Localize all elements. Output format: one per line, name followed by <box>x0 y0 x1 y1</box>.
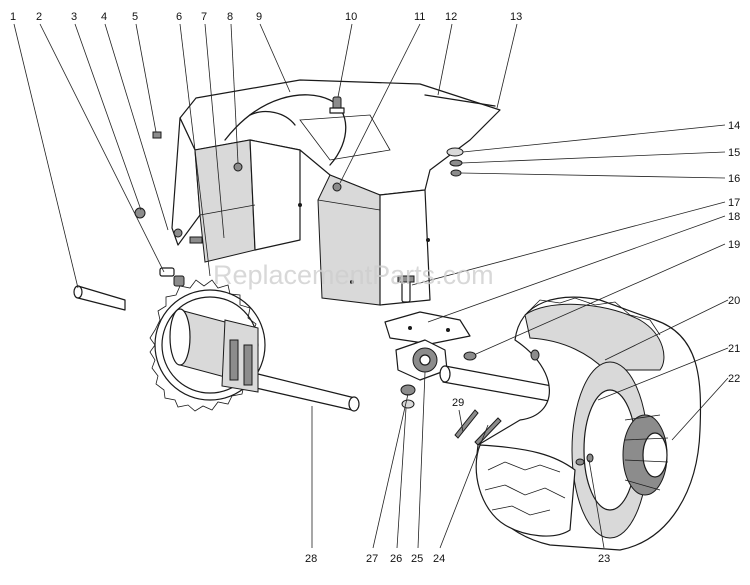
loose-bolts <box>159 267 415 303</box>
callout-label: 14 <box>728 120 740 132</box>
cover-hardware <box>134 131 342 244</box>
tire-wheel-assembly <box>475 296 702 551</box>
callout-label: 15 <box>728 147 740 159</box>
callout-label: 4 <box>101 11 107 23</box>
callout-label: 12 <box>445 11 457 23</box>
callout-label: 9 <box>256 11 262 23</box>
callout-label: 24 <box>433 553 445 565</box>
fender-housing <box>171 79 501 306</box>
callout-label: 1 <box>10 11 16 23</box>
callout-label: 25 <box>411 553 423 565</box>
callout-label: 13 <box>510 11 522 23</box>
callout-label: 26 <box>390 553 402 565</box>
callout-label: 8 <box>227 11 233 23</box>
callout-label: 3 <box>71 11 77 23</box>
callout-label: 10 <box>345 11 357 23</box>
callout-label: 17 <box>728 197 740 209</box>
axle-sprocket-assembly <box>73 275 360 412</box>
callout-label: 27 <box>366 553 378 565</box>
bearing-flange <box>395 339 477 409</box>
watermark-text: ReplacementParts.com <box>213 260 494 290</box>
callout-label: 21 <box>728 343 740 355</box>
bolt-10 <box>329 96 345 114</box>
callout-label: 28 <box>305 553 317 565</box>
mounting-bracket <box>384 311 471 345</box>
callout-label: 5 <box>132 11 138 23</box>
callout-label: 11 <box>414 11 425 23</box>
callout-label: 7 <box>201 11 207 23</box>
leader-lines <box>13 23 729 549</box>
callout-label: 16 <box>728 173 740 185</box>
callout-label: 2 <box>36 11 42 23</box>
washer-stack <box>446 147 464 177</box>
callout-label: 22 <box>728 373 740 385</box>
callout-label: 18 <box>728 211 740 223</box>
callout-label: 6 <box>176 11 182 23</box>
callout-label: 23 <box>598 553 610 565</box>
callout-label: 19 <box>728 239 740 251</box>
callout-label: 29 <box>452 397 464 409</box>
callout-label: 20 <box>728 295 740 307</box>
callout-labels: 1 2 3 4 5 6 7 8 9 10 11 12 13 14 15 16 1… <box>10 11 740 565</box>
